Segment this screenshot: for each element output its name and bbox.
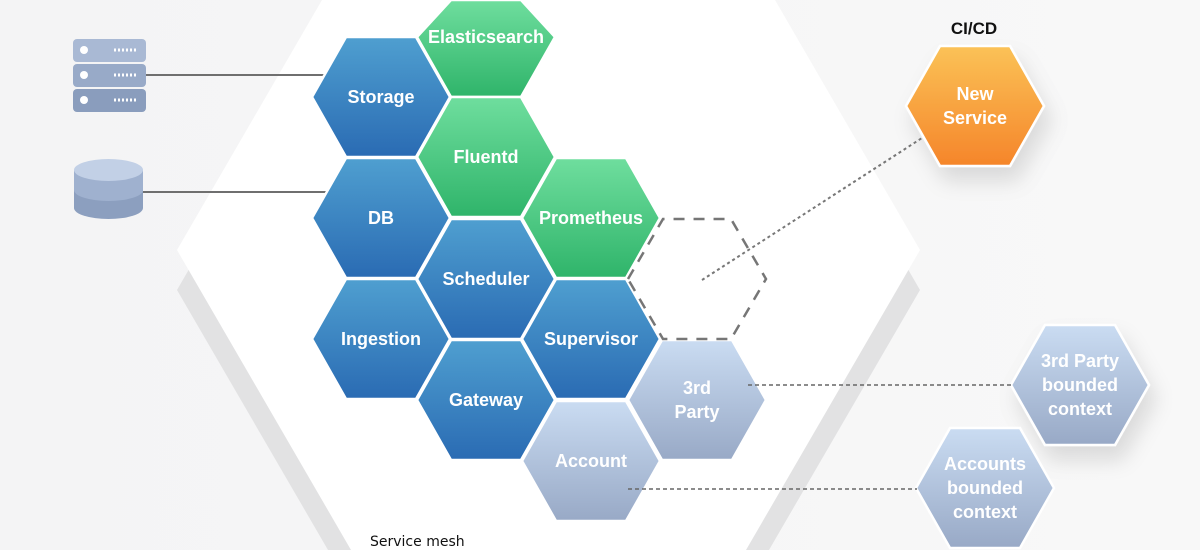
node-label: New <box>956 84 994 104</box>
service-hex-gateway: Gateway <box>415 338 557 462</box>
external-hex-3rd-party-bounded-context: 3rd Party bounded context <box>1009 323 1151 447</box>
node-label: Fluentd <box>454 147 519 167</box>
hexagon-shape <box>310 277 452 401</box>
node-label: Storage <box>347 87 414 107</box>
service-hex-db: DB <box>310 156 452 280</box>
new-service-connector <box>701 137 923 281</box>
node-label: bounded <box>947 478 1023 498</box>
node-label: Ingestion <box>341 329 421 349</box>
service-hex-account: Account <box>520 399 662 523</box>
hexagon-shape <box>904 44 1046 168</box>
service-mesh-label: Service mesh <box>370 534 465 550</box>
hexagon-shape <box>520 399 662 523</box>
service-hex-prometheus: Prometheus <box>520 156 662 280</box>
service-hex-elasticsearch: Elasticsearch <box>415 0 557 99</box>
hexagon-shape <box>415 95 557 219</box>
node-label: Party <box>674 402 719 422</box>
external-hex-accounts-bounded-context: Accounts bounded context <box>914 426 1056 550</box>
database-icon <box>74 159 143 220</box>
node-label: 3rd <box>683 378 711 398</box>
node-label: Accounts <box>944 454 1026 474</box>
service-hex-supervisor: Supervisor <box>520 277 662 401</box>
node-label: context <box>953 502 1017 522</box>
service-hex-fluentd: Fluentd <box>415 95 557 219</box>
node-label: context <box>1048 399 1112 419</box>
node-label: DB <box>368 208 394 228</box>
node-label: Gateway <box>449 390 523 410</box>
new-service-slot-placeholder <box>626 217 768 341</box>
node-label: bounded <box>1042 375 1118 395</box>
node-label: Prometheus <box>539 208 643 228</box>
hexagon-shape <box>520 277 662 401</box>
hexagon-shape <box>415 338 557 462</box>
node-label: 3rd Party <box>1041 351 1119 371</box>
hexagon-shape <box>626 338 768 462</box>
node-label: Account <box>555 451 627 471</box>
node-label: Elasticsearch <box>428 27 544 47</box>
node-label: Scheduler <box>442 269 529 289</box>
service-hex-ingestion: Ingestion <box>310 277 452 401</box>
hexagon-shape <box>1009 323 1151 447</box>
node-label: Service <box>943 108 1007 128</box>
hexagon-shape <box>914 426 1056 550</box>
cicd-label: CI/CD <box>951 19 997 38</box>
node-label: Supervisor <box>544 329 638 349</box>
server-rack-icon <box>73 39 146 112</box>
